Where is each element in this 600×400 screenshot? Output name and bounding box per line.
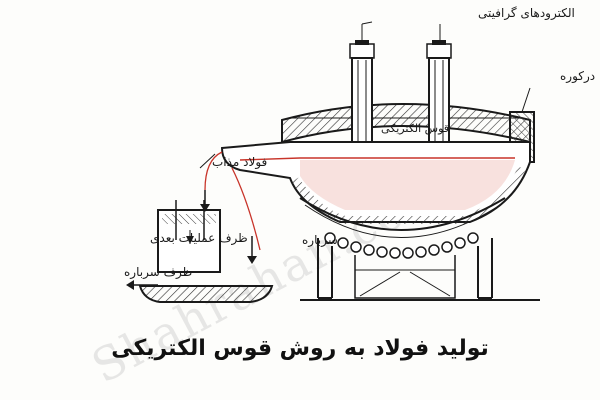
ladle-vessel (157, 200, 221, 273)
slag-pot (138, 285, 274, 303)
label-molten-steel: فولاد مذاب (212, 155, 267, 170)
graphite-electrodes (349, 24, 452, 159)
label-arc: قوس الکتریکی (381, 122, 449, 135)
label-slag-pot: ظرف سرباره (124, 265, 192, 280)
arrow-down-icon (200, 204, 210, 212)
arrow-left-icon (126, 280, 134, 290)
label-ladle: ظرف عملیات بعدی (150, 231, 248, 246)
support-frame (300, 238, 540, 301)
electrode-left (349, 40, 375, 159)
label-furnace-door: درکوره (560, 69, 595, 84)
pour-streams (204, 151, 261, 251)
diagram-caption: تولید فولاد به روش قوس الکتریکی (111, 336, 489, 361)
label-electrodes: الکترودهای گرافیتی (478, 6, 575, 21)
slag-pour-stream (231, 167, 261, 251)
furnace-rockers (299, 197, 506, 259)
molten-bath-line (239, 157, 515, 161)
leader-lines (199, 21, 373, 169)
arrows (126, 190, 257, 290)
molten-pour-stream (204, 151, 223, 191)
roller-row (324, 232, 479, 259)
label-slag: سرباره (302, 233, 338, 248)
arrow-down-icon (247, 256, 257, 264)
molten-steel (300, 160, 515, 210)
electrode-right (426, 40, 452, 159)
furnace-shell (220, 141, 531, 224)
